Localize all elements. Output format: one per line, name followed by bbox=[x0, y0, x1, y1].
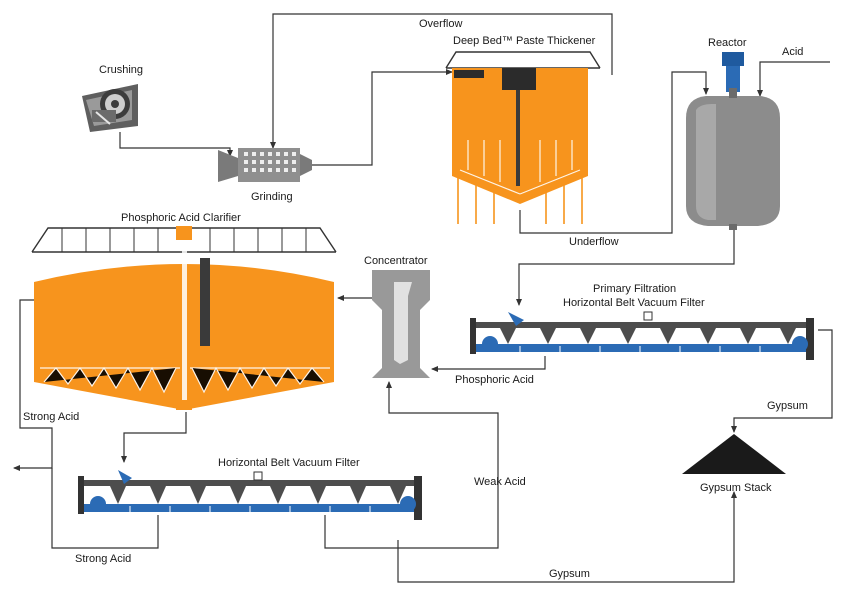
label-underflow: Underflow bbox=[569, 236, 619, 248]
label-primary-filter: Horizontal Belt Vacuum Filter bbox=[563, 297, 705, 309]
label-acid: Acid bbox=[782, 46, 803, 58]
weak-acid-line bbox=[324, 381, 499, 549]
reactor-to-primary-filter-line bbox=[516, 228, 735, 306]
overflow-line bbox=[270, 13, 613, 149]
label-crushing: Crushing bbox=[99, 64, 143, 76]
phosphoric-acid-clarifier bbox=[31, 226, 337, 410]
paste-thickener bbox=[445, 51, 601, 224]
label-gypsum-right: Gypsum bbox=[767, 400, 808, 412]
flow-lines bbox=[13, 13, 833, 583]
secondary-horizontal-belt-filter bbox=[78, 470, 422, 520]
grinding-mill bbox=[218, 148, 312, 182]
label-concentrator: Concentrator bbox=[364, 255, 428, 267]
reactor-motor-icon bbox=[726, 62, 740, 92]
phosphoric-acid-line bbox=[431, 356, 546, 372]
label-phosphoric-acid: Phosphoric Acid bbox=[455, 374, 534, 386]
crushing-to-grinding-line bbox=[119, 132, 233, 157]
underflow-line bbox=[519, 71, 709, 234]
grinding-to-thickener-line bbox=[306, 69, 453, 166]
label-gypsum-stack: Gypsum Stack bbox=[700, 482, 772, 494]
label-reactor: Reactor bbox=[708, 37, 747, 49]
strong-acid-left-line bbox=[13, 299, 53, 471]
label-secondary-filter: Horizontal Belt Vacuum Filter bbox=[218, 457, 360, 469]
primary-horizontal-belt-filter bbox=[470, 311, 814, 360]
acid-line bbox=[757, 61, 830, 97]
primary-gypsum-line bbox=[731, 329, 833, 433]
label-thickener: Deep Bed™ Paste Thickener bbox=[453, 35, 596, 47]
reactor bbox=[686, 52, 780, 230]
labels: Overflow Deep Bed™ Paste Thickener React… bbox=[23, 18, 808, 580]
label-gypsum-bottom: Gypsum bbox=[549, 568, 590, 580]
gypsum-bottom-line bbox=[397, 491, 737, 583]
label-primary-filtration: Primary Filtration bbox=[593, 283, 676, 295]
label-clarifier: Phosphoric Acid Clarifier bbox=[121, 212, 241, 224]
concentrator bbox=[372, 270, 430, 378]
strong-acid-bottom-line bbox=[51, 468, 159, 549]
clarifier-to-filter-line bbox=[121, 412, 187, 463]
gypsum-stack bbox=[682, 434, 786, 474]
label-strong-acid-left: Strong Acid bbox=[23, 411, 79, 423]
label-weak-acid: Weak Acid bbox=[474, 476, 526, 488]
label-strong-acid-bottom: Strong Acid bbox=[75, 553, 131, 565]
crusher bbox=[82, 84, 138, 132]
label-grinding: Grinding bbox=[251, 191, 293, 203]
label-overflow: Overflow bbox=[419, 18, 462, 30]
